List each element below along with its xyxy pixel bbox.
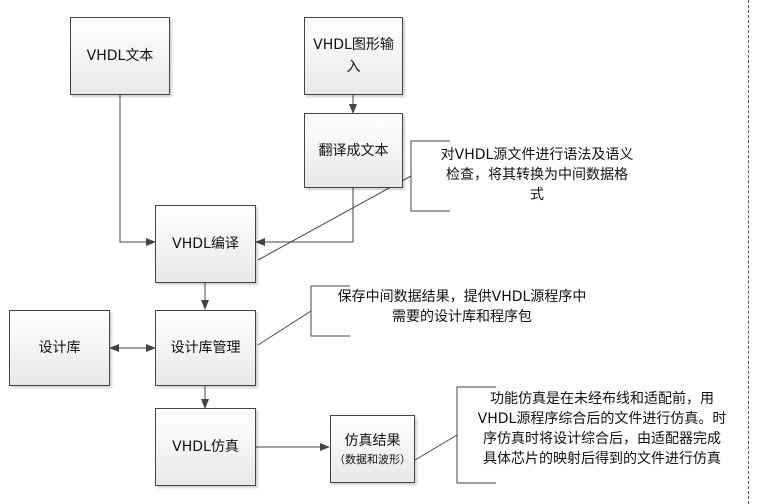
note-simulation-line: 序仿真时将设计综合后，由适配器完成 <box>483 431 721 447</box>
note-compile: 对VHDL源文件进行语法及语义 检查，将其转换为中间数据格 式 <box>412 145 662 205</box>
note-library: 保存中间数据结果，提供VHDL源程序中 需要的设计库和程序包 <box>312 287 612 327</box>
node-vhdl-text: VHDL文本 <box>70 17 170 95</box>
node-vhdl-compile-label: VHDL编译 <box>172 236 239 252</box>
node-simulation-result-label: 仿真结果 <box>344 433 401 449</box>
note-compile-line: 式 <box>530 187 544 203</box>
node-vhdl-simulation-label: VHDL仿真 <box>172 439 239 455</box>
note-compile-line: 对VHDL源文件进行语法及语义 <box>440 147 634 163</box>
node-translate-label: 翻译成文本 <box>318 142 389 159</box>
callout-sim-leader <box>414 434 458 461</box>
node-library-management-label: 设计库管理 <box>170 340 241 356</box>
node-translate: 翻译成文本 <box>304 113 403 188</box>
node-vhdl-simulation: VHDL仿真 <box>155 408 256 486</box>
arrow-text-to-compile <box>119 95 156 246</box>
node-vhdl-text-label: VHDL文本 <box>86 48 154 64</box>
node-simulation-result-sublabel: （数据和波形） <box>334 453 411 466</box>
node-simulation-result: 仿真结果 （数据和波形） <box>330 415 415 483</box>
note-simulation-line: VHDL源程序综合后的文件进行仿真。时 <box>477 411 727 427</box>
node-vhdl-graphic-label-1: VHDL图形输 <box>313 37 394 53</box>
node-vhdl-compile: VHDL编译 <box>155 205 256 283</box>
node-design-library: 设计库 <box>9 310 110 386</box>
note-library-line: 保存中间数据结果，提供VHDL源程序中 <box>337 289 587 305</box>
page-edge-dashed-line <box>748 0 749 504</box>
callout-compile-leader <box>257 175 412 261</box>
note-compile-line: 检查，将其转换为中间数据格 <box>446 167 628 183</box>
callout-lib-leader <box>257 310 312 346</box>
arrow-translate-to-compile <box>255 188 354 246</box>
note-simulation-line: 具体芯片的映射后得到的文件进行仿真 <box>483 451 721 467</box>
node-library-management: 设计库管理 <box>155 310 256 386</box>
node-vhdl-graphic-label-2: 入 <box>346 59 361 75</box>
note-library-line: 需要的设计库和程序包 <box>392 309 532 325</box>
note-simulation: 功能仿真是在未经布线和适配前，用 VHDL源程序综合后的文件进行仿真。时 序仿真… <box>456 389 748 469</box>
node-vhdl-graphic-input: VHDL图形输 入 <box>304 17 403 95</box>
node-design-library-label: 设计库 <box>38 340 81 356</box>
note-simulation-line: 功能仿真是在未经布线和适配前，用 <box>490 391 714 407</box>
